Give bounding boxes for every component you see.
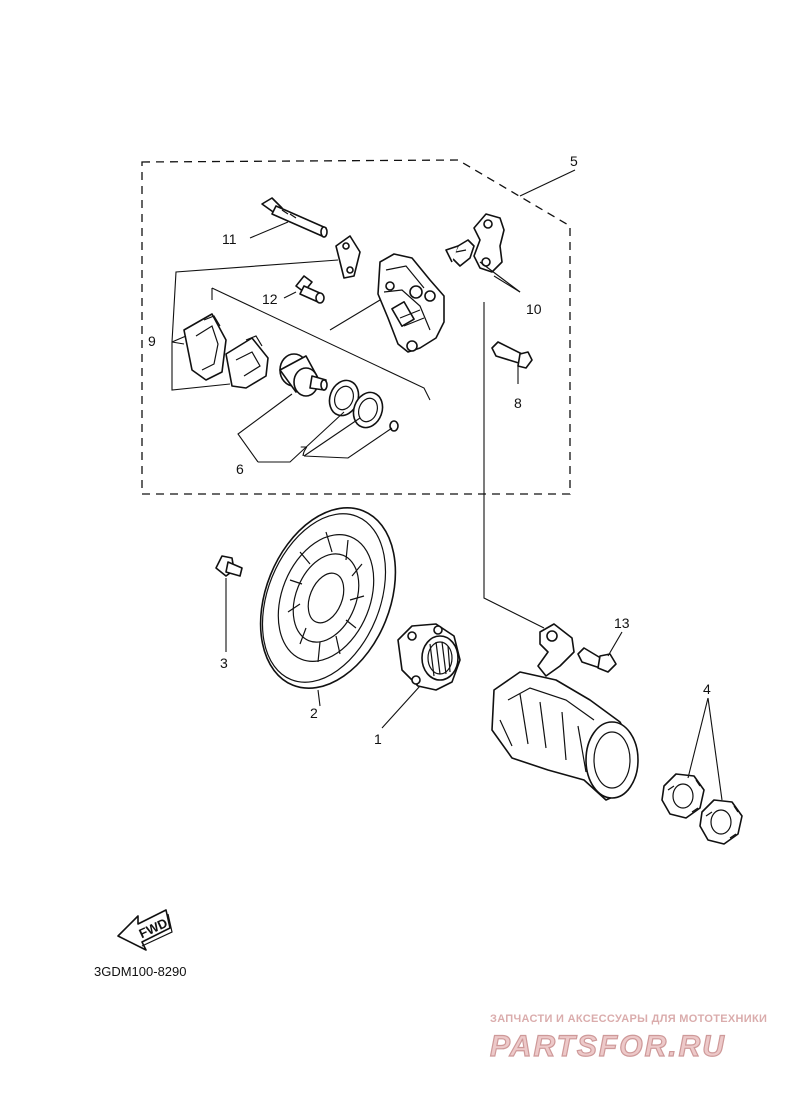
seal-kit-7 [328, 379, 399, 432]
brake-pad-9b [225, 335, 269, 389]
pin-bolt-11 [261, 197, 328, 238]
callout-4: 4 [703, 681, 711, 697]
lock-nut-4b [699, 799, 743, 845]
fwd-label: FWD [137, 915, 170, 941]
callout-12: 12 [262, 291, 278, 307]
bolt-13 [577, 647, 617, 673]
callout-13: 13 [614, 615, 630, 631]
fwd-arrow-icon: FWD [117, 909, 173, 951]
callout-6: 6 [236, 461, 244, 477]
callout-10: 10 [526, 301, 542, 317]
hub-1 [397, 623, 461, 691]
leader-lines [171, 169, 723, 801]
caliper-clip [335, 235, 361, 279]
brake-pad-9a [183, 313, 227, 381]
callout-11: 11 [222, 231, 237, 247]
callout-3: 3 [220, 655, 228, 671]
callout-labels: 5 11 12 10 9 8 7 6 13 3 4 2 1 [148, 153, 711, 747]
callout-9: 9 [148, 333, 156, 349]
callout-7: 7 [300, 443, 308, 459]
callout-8: 8 [514, 395, 522, 411]
watermark: ЗАПЧАСТИ И АКСЕССУАРЫ ДЛЯ МОТОТЕХНИКИ PA… [489, 1013, 767, 1064]
bolt-3 [215, 555, 243, 577]
caliper-body [377, 253, 445, 353]
caliper-bracket-arm [537, 623, 575, 677]
bolt-10 [445, 239, 475, 267]
lock-nut-4a [661, 773, 705, 819]
caliper-assembly-boundary [141, 159, 571, 495]
drawing-code: 3GDM100-8290 [94, 964, 187, 979]
callout-1: 1 [374, 731, 382, 747]
bleed-screw-12 [295, 275, 325, 304]
piston-6 [279, 353, 328, 397]
callout-2: 2 [310, 705, 318, 721]
callout-5: 5 [570, 153, 578, 169]
brake-disc-2 [259, 507, 397, 689]
watermark-tagline: ЗАПЧАСТИ И АКСЕССУАРЫ ДЛЯ МОТОТЕХНИКИ [490, 1013, 767, 1025]
bolt-8 [491, 341, 533, 369]
watermark-brand: PARTSFOR.RU [490, 1030, 726, 1063]
caliper-support-bracket [473, 213, 505, 273]
axle-housing [491, 671, 639, 801]
